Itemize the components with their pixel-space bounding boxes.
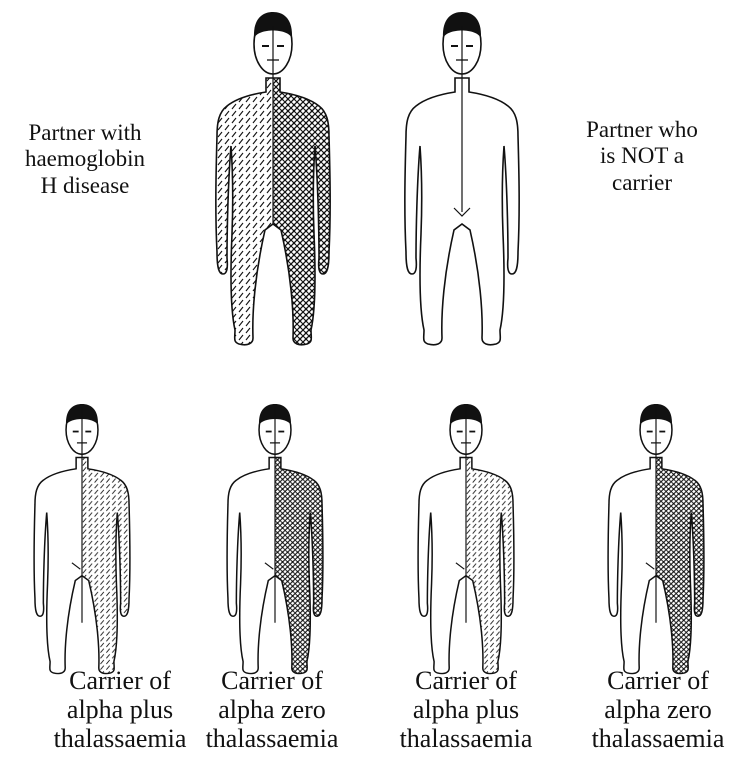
label-line: thalassaemia bbox=[187, 724, 357, 753]
label-line: alpha zero bbox=[187, 695, 357, 724]
child-label-2: Carrier of alpha zero thalassaemia bbox=[187, 666, 357, 753]
label-line: Carrier of bbox=[187, 666, 357, 695]
child-label-1: Carrier of alpha plus thalassaemia bbox=[35, 666, 205, 753]
label-line: is NOT a bbox=[552, 143, 732, 169]
label-line: Carrier of bbox=[381, 666, 551, 695]
label-line: alpha zero bbox=[573, 695, 735, 724]
label-line: carrier bbox=[552, 170, 732, 196]
child-figure-3 bbox=[418, 404, 514, 674]
child-label-3: Carrier of alpha plus thalassaemia bbox=[381, 666, 551, 753]
label-line: thalassaemia bbox=[381, 724, 551, 753]
head-icon bbox=[259, 404, 291, 454]
label-line: haemoglobin bbox=[0, 146, 170, 172]
head-icon bbox=[450, 404, 482, 454]
head-icon bbox=[66, 404, 98, 454]
child-figure-1 bbox=[34, 404, 130, 674]
label-line: Carrier of bbox=[35, 666, 205, 695]
label-line: Carrier of bbox=[573, 666, 735, 695]
partner-hbh-label: Partner with haemoglobin H disease bbox=[0, 120, 170, 199]
label-line: thalassaemia bbox=[573, 724, 735, 753]
label-line: H disease bbox=[0, 173, 170, 199]
parent-figure-hbh bbox=[216, 12, 330, 345]
head-icon bbox=[640, 404, 672, 454]
child-label-4: Carrier of alpha zero thalassaemia bbox=[573, 666, 735, 753]
label-line: thalassaemia bbox=[35, 724, 205, 753]
label-line: alpha plus bbox=[35, 695, 205, 724]
child-figure-4 bbox=[608, 404, 704, 674]
label-line: Partner who bbox=[552, 117, 732, 143]
head-icon bbox=[254, 12, 292, 74]
parent-figure-non-carrier bbox=[405, 12, 519, 345]
child-figure-2 bbox=[227, 404, 323, 674]
label-line: alpha plus bbox=[381, 695, 551, 724]
head-icon bbox=[443, 12, 481, 74]
partner-non-carrier-label: Partner who is NOT a carrier bbox=[552, 117, 732, 196]
label-line: Partner with bbox=[0, 120, 170, 146]
